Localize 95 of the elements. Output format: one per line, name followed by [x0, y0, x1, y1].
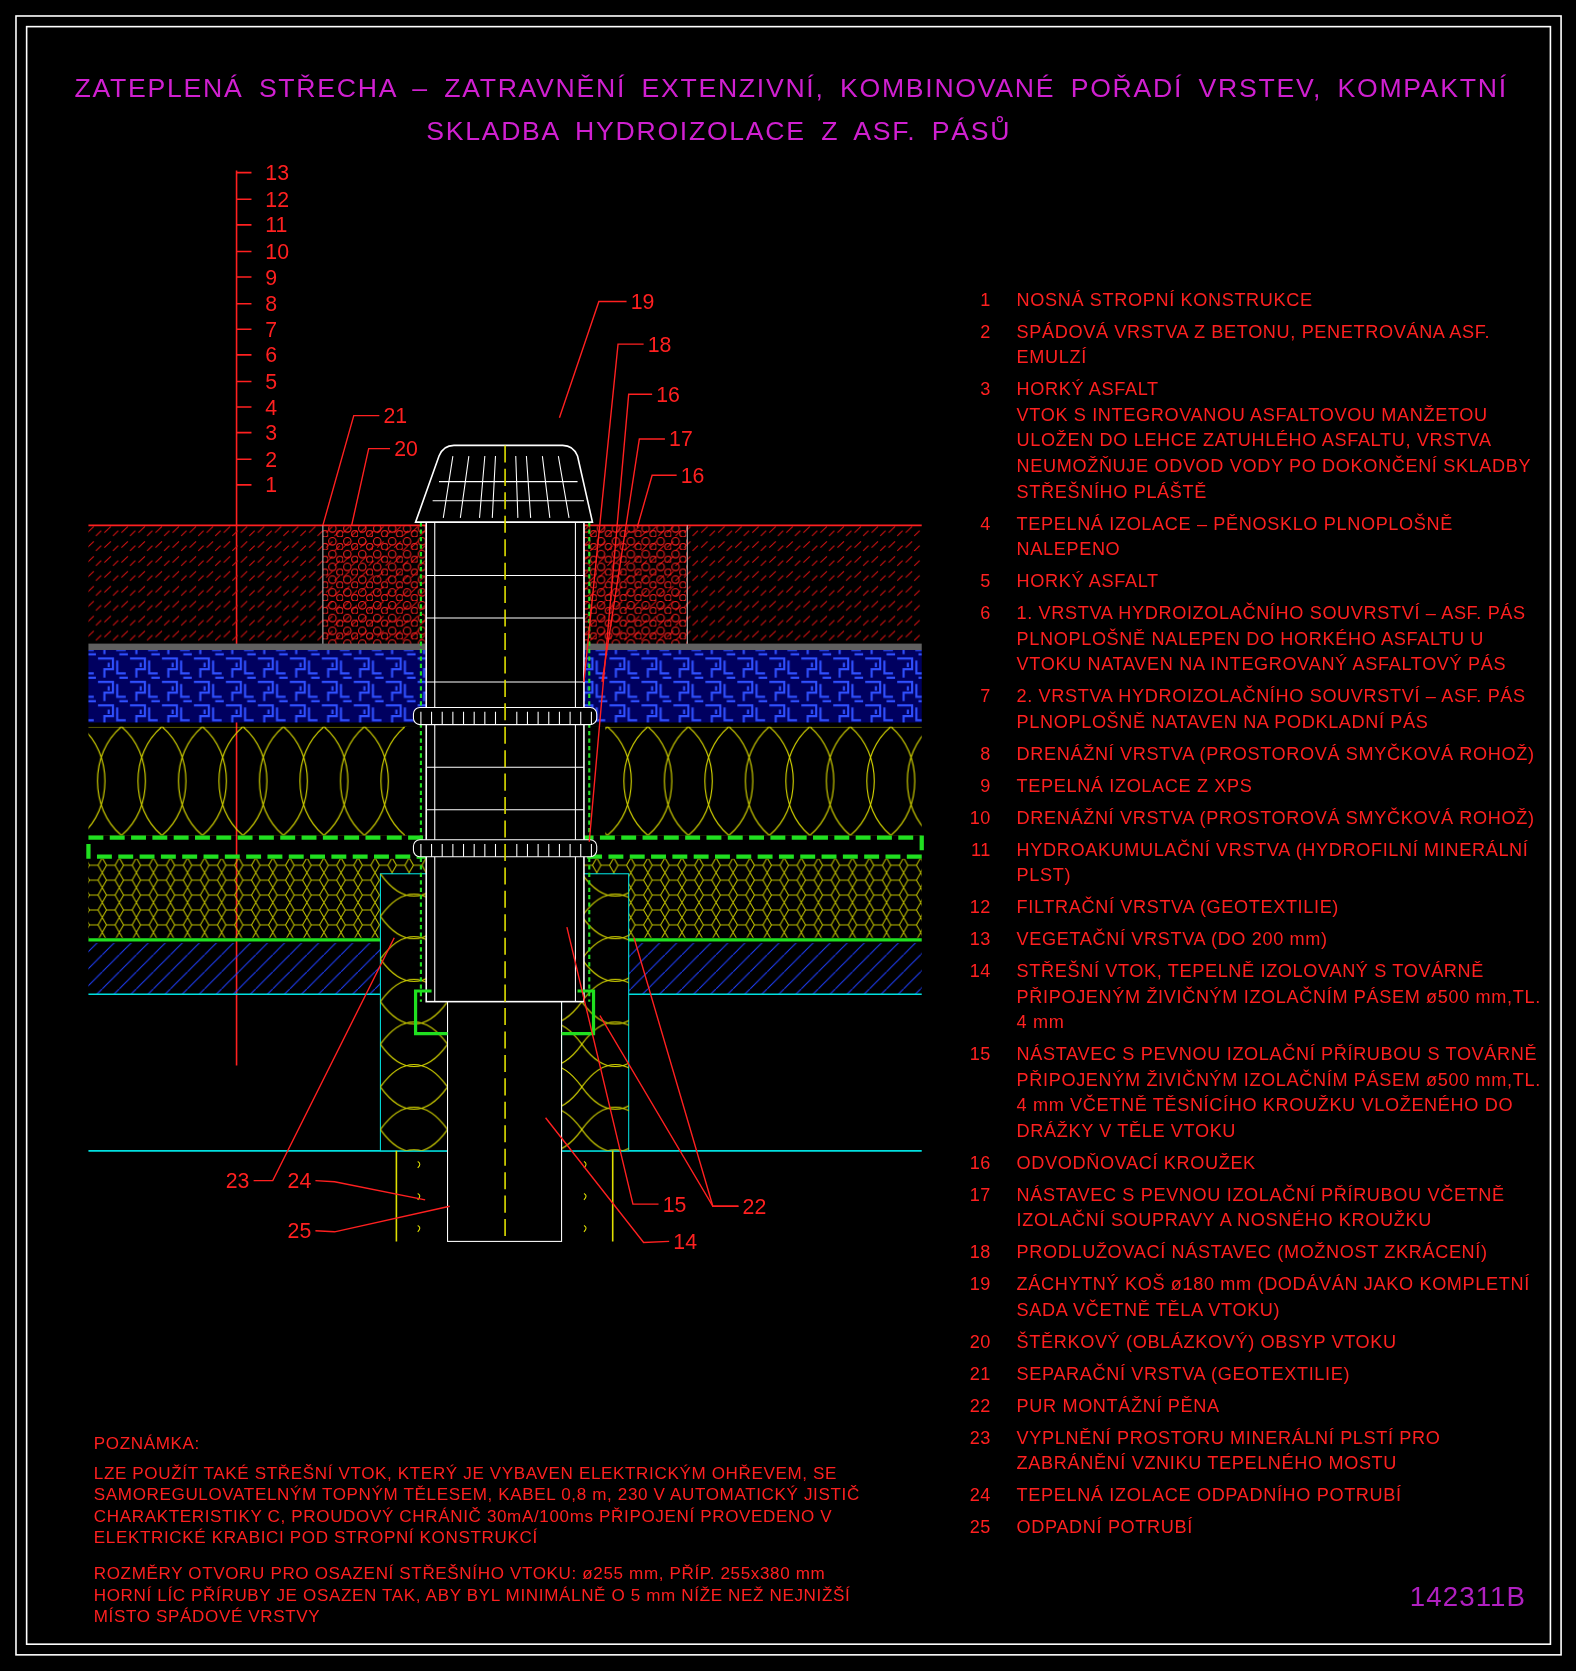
note-heading: POZNÁMKA: [93, 1433, 201, 1455]
title: ZATEPLENÁ STŘECHA – ZATRAVNĚNÍ EXTENZIVNÍ, KOMBINOVANÉ POŘADÍ VRSTEV, KOMPAKTNÍ SKLADBA HYDROIZOLACE Z ASF. PÁSŮ [74, 71, 1509, 147]
list-number: 23 [968, 1426, 991, 1451]
list-number: 2 [979, 320, 991, 345]
layer-description: NÁSTAVEC S PEVNOU IZOLAČNÍ PŘÍRUBOU S TOVÁRNĚ PŘIPOJENÝM ŽIVIČNÝM IZOLAČNÍM PÁSEM ø500 mm,TL. 4 mm VČETNĚ TĚSNÍCÍHO KROUŽKU VLOŽENÉHO DO DRÁŽKY V TĚLE VTOKU [1016, 1042, 1542, 1144]
list-number: 7 [979, 685, 991, 709]
leader-line [314, 1205, 451, 1233]
drawing-number: 142311B [1409, 1580, 1527, 1614]
layer-description: VYPLNĚNÍ PROSTORU MINERÁLNÍ PLSTÍ PRO ZABRÁNĚNÍ VZNIKU TEPELNÉHO MOSTU [1016, 1426, 1442, 1476]
layer-description: ZÁCHYTNÝ KOŠ ø180 mm (DODÁVÁN JAKO KOMPLETNÍ SADA VČETNĚ TĚLA VTOKU) [1016, 1272, 1531, 1323]
layer-description: VTOK S INTEGROVANOU ASFALTOVOU MANŽETOU ULOŽEN DO LEHCE ZATUHLÉHO ASFALTU, VRSTVA NEUMOŽŇUJE ODVOD VODY PO DOKONČENÍ SKLADBY STŘEŠNÍHO PLÁŠTĚ [1016, 403, 1532, 504]
layer-description: TEPELNÁ IZOLACE – PĚNOSKLO PLNOPLOŠNĚ NALEPENO [1016, 512, 1454, 562]
layer-description: STŘEŠNÍ VTOK, TEPELNĚ IZOLOVANÝ S TOVÁRNĚ PŘIPOJENÝM ŽIVIČNÝM IZOLAČNÍM PÁSEM ø500 mm,TL. 4 mm [1016, 959, 1542, 1035]
list-number: 4 [979, 512, 991, 536]
leader-line [583, 343, 645, 683]
layer-description: PRODLUŽOVACÍ NÁSTAVEC (MOŽNOST ZKRÁCENÍ) [1016, 1241, 1488, 1265]
layer-description: NÁSTAVEC S PEVNOU IZOLAČNÍ PŘÍRUBOU VČETNĚ IZOLAČNÍ SOUPRAVY A NOSNÉHO KROUŽKU [1016, 1183, 1506, 1233]
callout-number: 23 [223, 1170, 252, 1192]
leader-line [636, 474, 678, 529]
scale-number: 10 [265, 239, 290, 264]
layer-description: HORKÝ ASFALT [1016, 378, 1160, 402]
list-number: 24 [968, 1484, 991, 1508]
layer-description: NOSNÁ STROPNÍ KONSTRUKCE [1016, 288, 1313, 313]
scale-number: 6 [265, 343, 278, 367]
list-number: 9 [979, 774, 991, 798]
layer-description: HYDROAKUMULAČNÍ VRSTVA (HYDROFILNÍ MINERÁLNÍ PLST) [1016, 838, 1530, 888]
layer-description: TEPELNÁ IZOLACE ODPADNÍHO POTRUBÍ [1016, 1484, 1402, 1508]
layer-description: DRENÁŽNÍ VRSTVA (PROSTOROVÁ SMYČKOVÁ ROHOŽ) [1016, 806, 1535, 830]
list-number: 12 [968, 896, 991, 920]
leader-line [252, 937, 395, 1182]
scale-number: 8 [265, 291, 278, 316]
layer-description: DRENÁŽNÍ VRSTVA (PROSTOROVÁ SMYČKOVÁ ROHOŽ) [1016, 742, 1535, 766]
list-number: 15 [968, 1043, 991, 1067]
callout-number: 20 [392, 437, 420, 460]
scale-number: 5 [265, 369, 278, 394]
list-number: 5 [979, 570, 991, 594]
list-number: 6 [979, 602, 991, 626]
layer-description: TEPELNÁ IZOLACE Z XPS [1016, 774, 1253, 798]
list-number: 13 [968, 928, 991, 952]
scale-number: 1 [265, 473, 278, 497]
callout-number: 21 [381, 404, 410, 427]
list-number: 17 [968, 1183, 991, 1208]
callout-number: 18 [645, 333, 674, 355]
list-number: 14 [968, 960, 991, 984]
layer-description: ŠTĚRKOVÝ (OBLÁZKOVÝ) OBSYP VTOKU [1016, 1330, 1397, 1355]
scale-number: 13 [265, 160, 290, 185]
list-number: 3 [979, 378, 991, 402]
layer-description: FILTRAČNÍ VRSTVA (GEOTEXTILIE) [1016, 895, 1340, 920]
list-number: 10 [968, 806, 991, 830]
list-number: 22 [968, 1394, 991, 1419]
list-number: 18 [968, 1241, 991, 1265]
list-number: 16 [968, 1151, 991, 1176]
scale-number: 9 [265, 265, 278, 289]
scale-number: 12 [265, 187, 290, 211]
callout-number: 22 [740, 1195, 769, 1217]
leader-line [314, 1179, 426, 1201]
list-number: 19 [968, 1273, 991, 1297]
layer-description: SEPARAČNÍ VRSTVA (GEOTEXTILIE) [1016, 1362, 1351, 1387]
list-number: 11 [970, 838, 991, 862]
callout-number: 16 [678, 464, 707, 486]
callout-number: 17 [667, 428, 695, 450]
callout-number: 16 [654, 383, 682, 405]
callout-number: 24 [285, 1170, 314, 1192]
callout-number: 19 [628, 290, 657, 313]
layer-description: ODPADNÍ POTRUBÍ [1016, 1516, 1193, 1540]
note-text: ROZMĚRY OTVORU PRO OSAZENÍ STŘEŠNÍHO VTOKU: ø255 mm, PŘÍP. 255x380 mm HORNÍ LÍC PŘÍRUBY JE OSAZEN TAK, ABY BYL MINIMÁLNĚ O 5 mm NÍŽE NEŽ NEJNIŽŠÍ MÍSTO SPÁDOVÉ VRSTVY [93, 1563, 852, 1627]
layer-description: 2. VRSTVA HYDROIZOLAČNÍHO SOUVRSTVÍ – ASF. PÁS PLNOPLOŠNĚ NATAVEN NA PODKLADNÍ PÁS [1016, 684, 1527, 735]
note-text: LZE POUŽÍT TAKÉ STŘEŠNÍ VTOK, KTERÝ JE VYBAVEN ELEKTRICKÝM OHŘEVEM, SE SAMOREGULOVATELNÝM TOPNÝM TĚLESEM, KABEL 0,8 m, 230 V AUTOMATICKÝ JISTIČ CHARAKTERISTIKY C, PROUDOVÝ CHRÁNIČ 30mA/100ms PŘIPOJENÍ PROVEDENO V ELEKTRICKÉ KRABICI POD STROPNÍ KONSTRUKCÍ [93, 1463, 861, 1549]
scale-number: 11 [265, 213, 288, 237]
leader-line [350, 447, 391, 527]
scale-number: 4 [265, 395, 278, 419]
layer-description: ODVODŇOVACÍ KROUŽEK [1016, 1151, 1256, 1176]
leader-line [633, 937, 740, 1207]
leader-line [601, 438, 666, 683]
leader-line [558, 300, 628, 419]
layer-description: PUR MONTÁŽNÍ PĚNA [1016, 1394, 1220, 1419]
callout-number: 15 [660, 1193, 689, 1215]
list-number: 25 [968, 1516, 991, 1540]
layer-description: 1. VRSTVA HYDROIZOLAČNÍHO SOUVRSTVÍ – ASF. PÁS PLNOPLOŠNĚ NALEPEN DO HORKÉHO ASFALTU U VTOKU NATAVEN NA INTEGROVANÝ ASFALTOVÝ PÁS [1016, 601, 1527, 677]
list-number: 1 [979, 288, 991, 313]
layer-description: VEGETAČNÍ VRSTVA (DO 200 mm) [1016, 927, 1328, 952]
callout-number: 25 [285, 1220, 314, 1242]
layer-description: HORKÝ ASFALT [1016, 570, 1159, 594]
leader-line [566, 926, 660, 1205]
list-number: 21 [968, 1362, 991, 1387]
list-number: 20 [968, 1330, 991, 1355]
scale-number: 2 [265, 447, 278, 471]
leader-line [588, 393, 653, 843]
leader-line [544, 1117, 670, 1244]
scale-number: 7 [265, 317, 278, 341]
layer-description: SPÁDOVÁ VRSTVA Z BETONU, PENETROVÁNA ASF. EMULZÍ [1016, 320, 1492, 370]
callout-number: 14 [671, 1230, 699, 1253]
leader-line [322, 414, 381, 527]
list-number: 8 [979, 742, 991, 766]
scale-number: 3 [265, 420, 278, 445]
